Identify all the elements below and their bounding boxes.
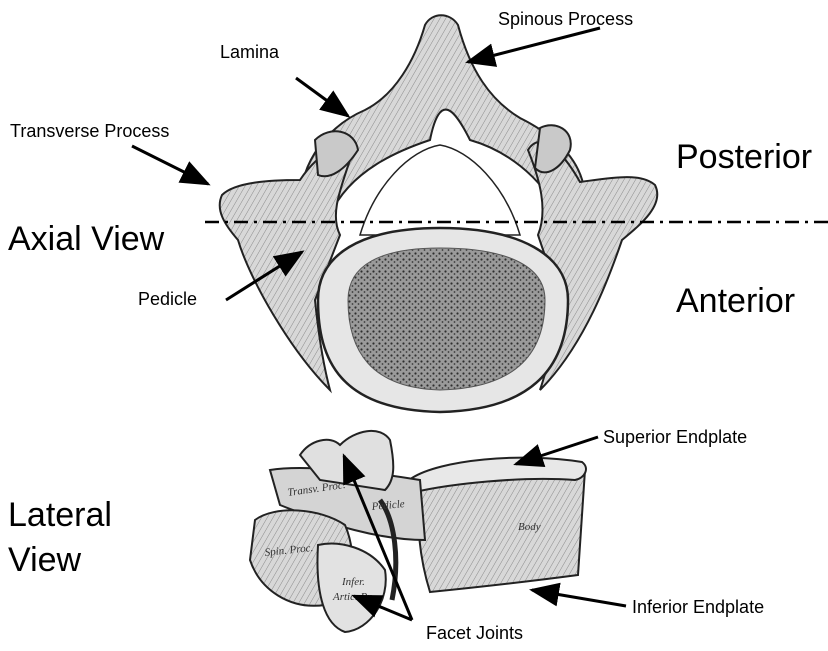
etch-infer: Infer. xyxy=(341,576,365,588)
label-spinous-process: Spinous Process xyxy=(498,10,633,28)
label-posterior: Posterior xyxy=(676,140,812,174)
label-view: View xyxy=(8,543,81,577)
label-lamina: Lamina xyxy=(220,43,279,61)
arrow-inferior-endplate xyxy=(532,590,626,606)
label-transverse-process: Transverse Process xyxy=(10,122,169,140)
arrow-lamina xyxy=(296,78,348,116)
label-inferior-endplate: Inferior Endplate xyxy=(632,598,764,616)
axial-vertebra-illustration xyxy=(220,15,658,412)
arrow-transverse xyxy=(132,146,208,184)
lateral-vertebra-illustration: Transv. Proc. Pedicle Body Spin. Proc. I… xyxy=(250,431,586,632)
label-axial-view: Axial View xyxy=(8,222,164,256)
label-facet-joints: Facet Joints xyxy=(426,624,523,642)
etch-body: Body xyxy=(518,521,541,533)
label-lateral: Lateral xyxy=(8,498,112,532)
label-anterior: Anterior xyxy=(676,284,795,318)
arrow-spinous xyxy=(468,28,600,62)
vertebral-body-cancellous xyxy=(348,248,545,390)
label-pedicle: Pedicle xyxy=(138,290,197,308)
label-superior-endplate: Superior Endplate xyxy=(603,428,747,446)
